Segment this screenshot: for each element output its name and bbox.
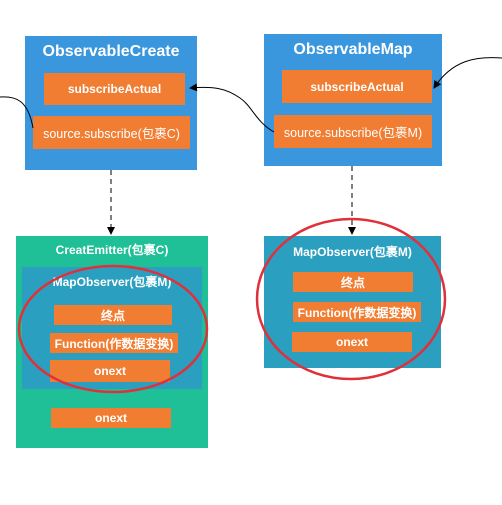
emitter-onext-item: onext <box>51 408 171 428</box>
observable-create-subscribe-actual: subscribeActual <box>44 73 185 105</box>
observable-create-title: ObservableCreate <box>42 43 180 60</box>
inner-map-observer-box: MapObserver(包裹M) 终点 Function(作数据变换) onex… <box>22 267 202 389</box>
map-observer-onext-item: onext <box>292 332 412 352</box>
inner-onext-item: onext <box>50 360 170 382</box>
map-observer-function-item: Function(作数据变换) <box>293 302 421 322</box>
observable-map-title: ObservableMap <box>293 41 413 58</box>
map-observer-endpoint-item: 终点 <box>293 272 413 292</box>
observable-create-source-subscribe: source.subscribe(包裹C) <box>33 116 190 149</box>
incoming-curve-left <box>0 96 34 129</box>
creat-emitter-box: CreatEmitter(包裹C) MapObserver(包裹M) 终点 Fu… <box>16 236 208 448</box>
observable-create-box: ObservableCreate subscribeActual source.… <box>25 36 197 170</box>
inner-endpoint-item: 终点 <box>54 305 172 325</box>
map-to-create-arrow <box>189 83 275 133</box>
map-observer-box: MapObserver(包裹M) 终点 Function(作数据变换) onex… <box>264 236 441 368</box>
inner-function-item: Function(作数据变换) <box>50 333 178 353</box>
inner-map-observer-title: MapObserver(包裹M) <box>52 275 172 289</box>
creat-emitter-title: CreatEmitter(包裹C) <box>55 243 169 257</box>
observable-map-source-subscribe: source.subscribe(包裹M) <box>274 115 432 148</box>
map-observer-title: MapObserver(包裹M) <box>293 245 412 259</box>
highlight-ellipse-right <box>255 217 447 381</box>
incoming-curve-right <box>433 57 502 89</box>
highlight-ellipse-left <box>17 264 209 394</box>
observable-map-box: ObservableMap subscribeActual source.sub… <box>264 34 442 166</box>
observable-map-subscribe-actual: subscribeActual <box>282 70 432 103</box>
